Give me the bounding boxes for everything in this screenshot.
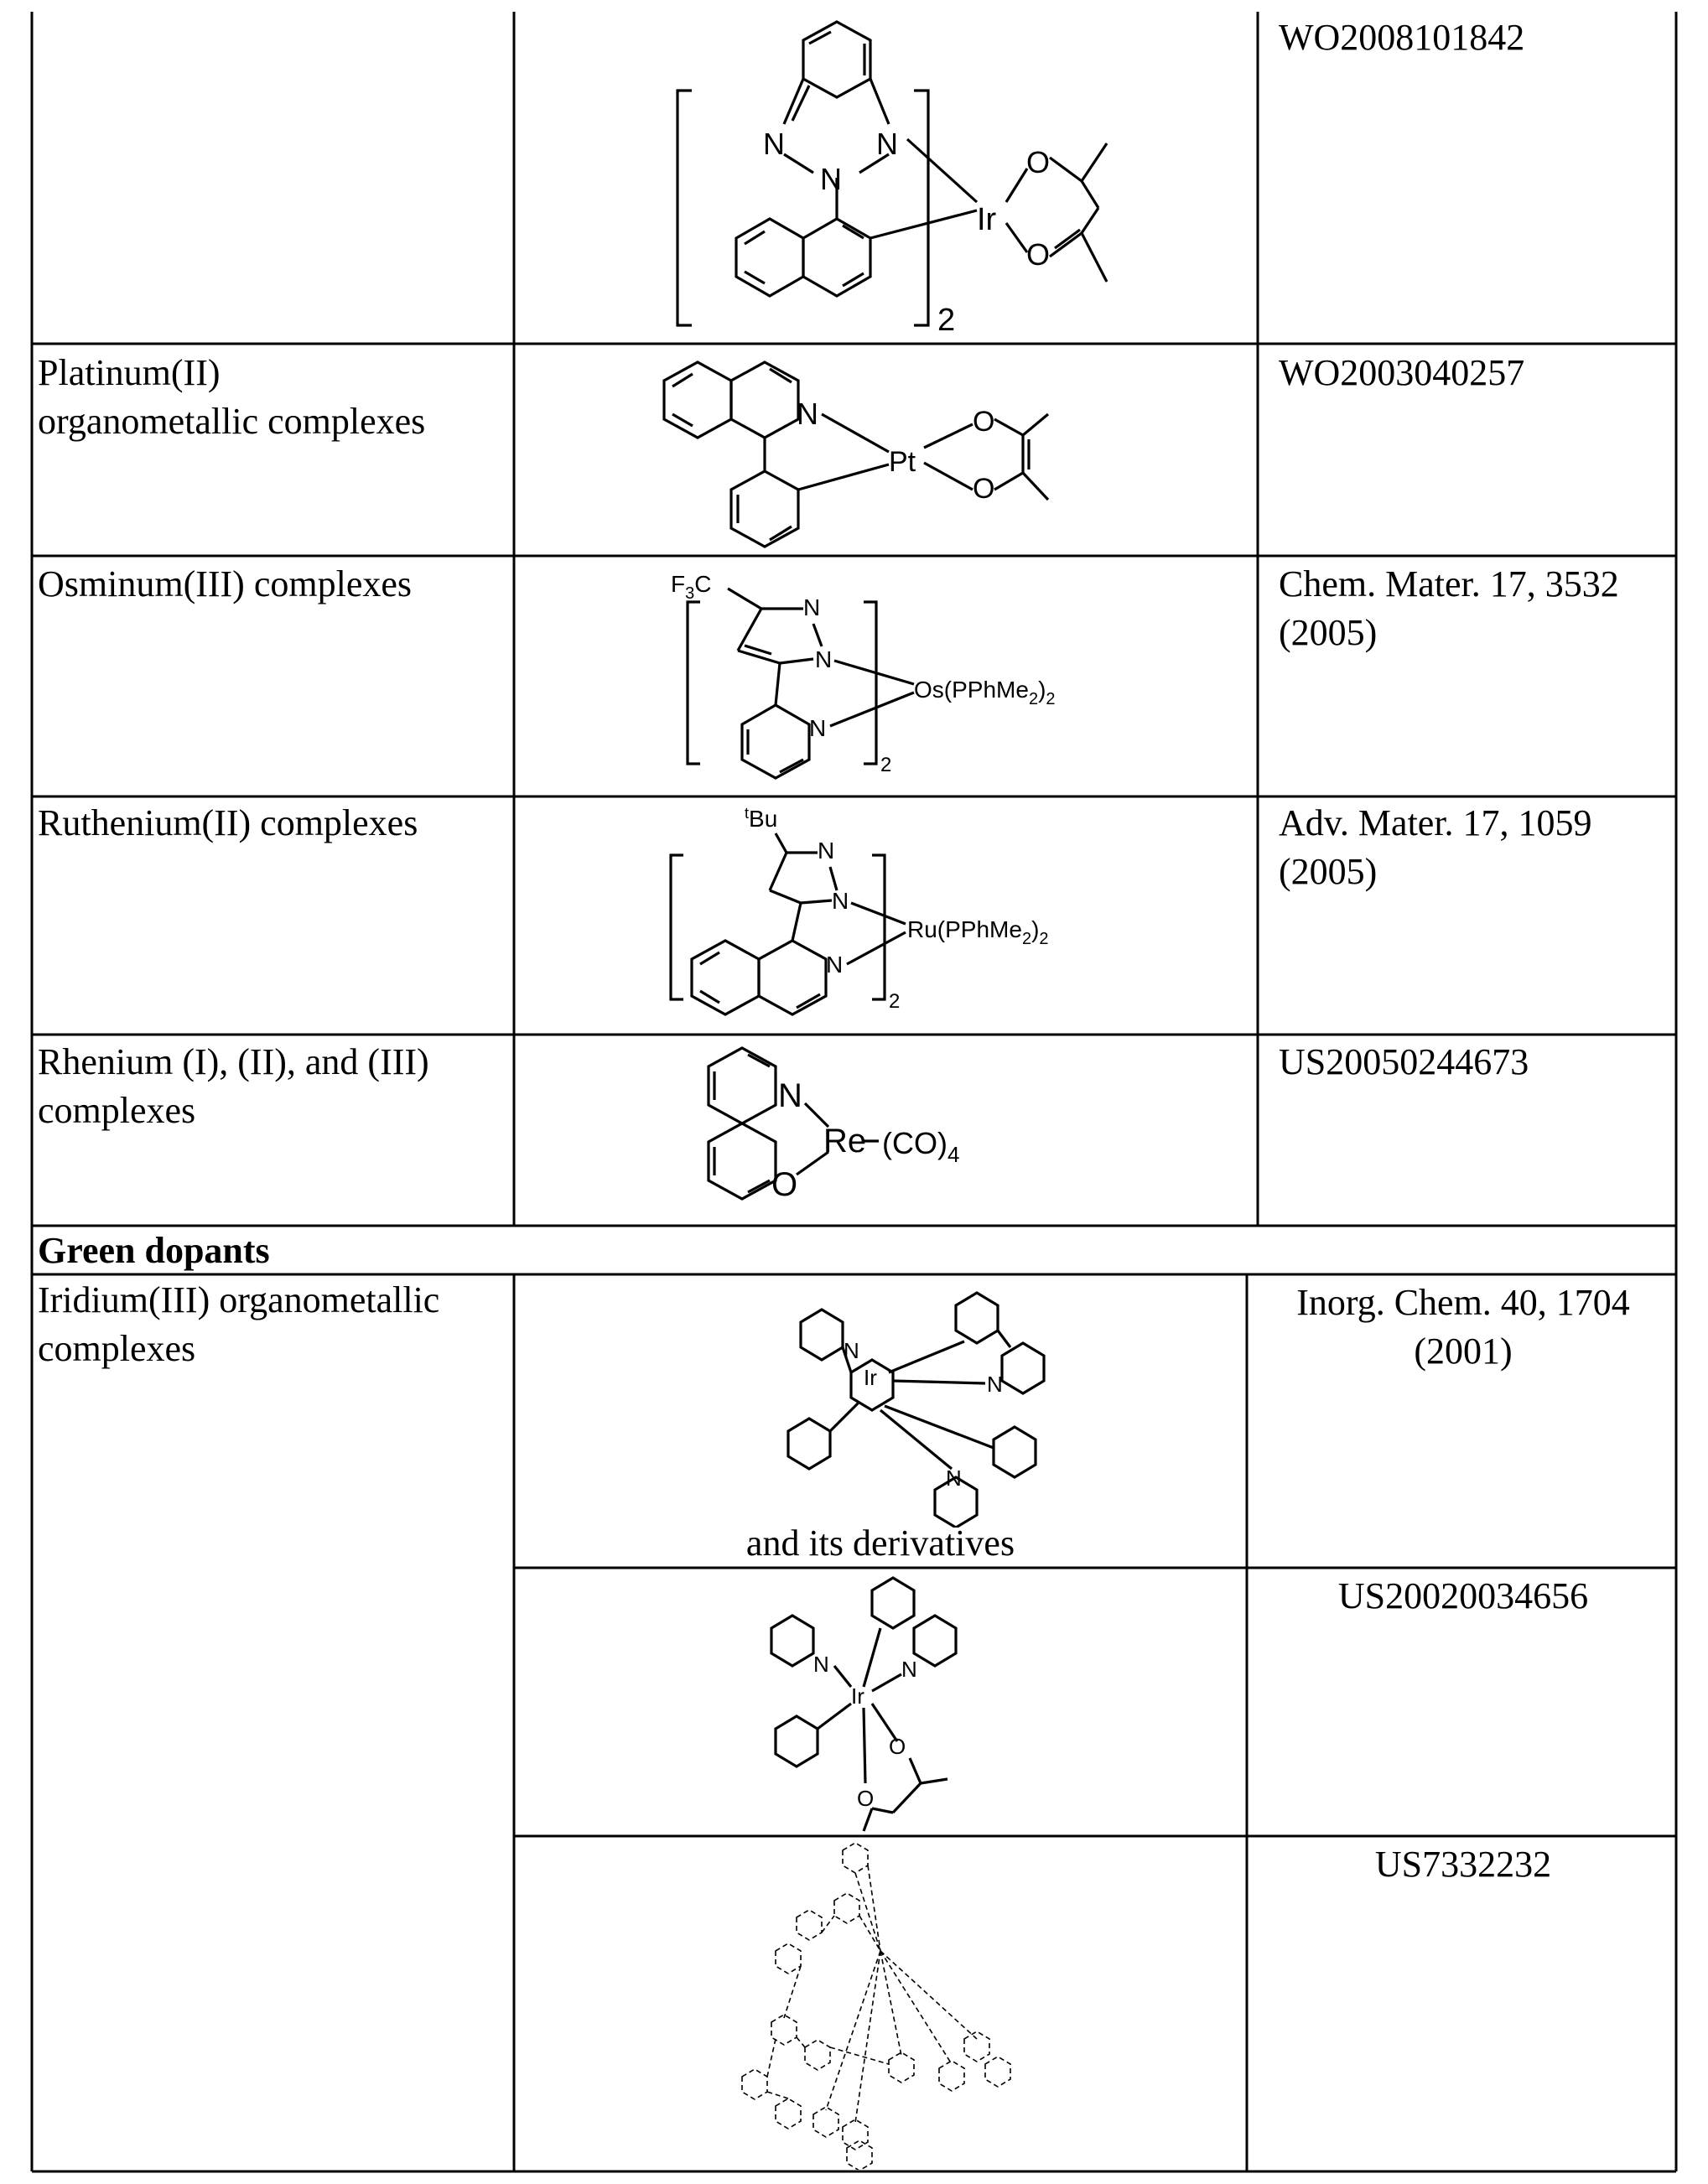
svg-text:N: N xyxy=(832,888,849,914)
svg-text:2: 2 xyxy=(889,990,900,1013)
svg-text:O: O xyxy=(1026,145,1050,179)
svg-text:N: N xyxy=(876,127,898,161)
reference-row-2: WO2003040257 xyxy=(1279,349,1524,397)
reference-row-4: Adv. Mater. 17, 1059 (2005) xyxy=(1279,799,1592,896)
ir-ppy3-structure: N Ir N N xyxy=(520,1276,1241,1528)
svg-text:N: N xyxy=(820,162,842,196)
class-green-iridium: Iridium(III) organometallic complexes xyxy=(38,1276,439,1373)
svg-text:N: N xyxy=(803,594,820,620)
svg-text:O: O xyxy=(857,1786,874,1811)
ir-ppy2-acac-structure: N Ir N O O xyxy=(520,1569,1241,1834)
class-row-2: Platinum(II) organometallic complexes xyxy=(38,349,425,446)
class-row-5: Rhenium (I), (II), and (III) complexes xyxy=(38,1038,429,1135)
svg-text:N: N xyxy=(797,397,818,431)
svg-text:N: N xyxy=(813,1652,829,1677)
dendritic-iridium-structure xyxy=(520,1838,1241,2170)
svg-text:(CO)4: (CO)4 xyxy=(882,1126,959,1167)
svg-text:O: O xyxy=(889,1734,906,1759)
svg-text:N: N xyxy=(987,1372,1003,1397)
svg-text:N: N xyxy=(901,1657,917,1682)
svg-text:2: 2 xyxy=(880,754,891,776)
svg-text:Pt: Pt xyxy=(889,446,916,478)
rhenium-complex-structure: N O Re (CO)4 xyxy=(520,1036,1249,1224)
platinum-complex-structure: N Pt O O xyxy=(520,347,1249,553)
class-row-4: Ruthenium(II) complexes xyxy=(38,799,418,848)
class-row-3: Osminum(III) complexes xyxy=(38,560,412,609)
reference-row-1: WO2008101842 xyxy=(1279,13,1524,62)
svg-text:N: N xyxy=(946,1466,962,1491)
svg-text:tBu: tBu xyxy=(745,805,777,832)
reference-green-1: Inorg. Chem. 40, 1704 (2001) xyxy=(1254,1279,1673,1376)
svg-text:N: N xyxy=(826,952,843,978)
ruthenium-complex-structure: 2 tBu N N N Ru(PPhMe2)2 xyxy=(520,798,1249,1033)
section-header-green-dopants: Green dopants xyxy=(38,1227,270,1275)
svg-text:N: N xyxy=(809,715,826,741)
svg-text:F3C: F3C xyxy=(671,571,711,603)
svg-text:N: N xyxy=(778,1077,802,1114)
reference-green-3: US7332232 xyxy=(1254,1840,1673,1889)
svg-text:O: O xyxy=(973,473,994,505)
svg-text:Ru(PPhMe2)2: Ru(PPhMe2)2 xyxy=(907,916,1049,948)
svg-text:Os(PPhMe2)2: Os(PPhMe2)2 xyxy=(914,677,1056,708)
iridium-benzotriazole-structure: 2 N N N Ir O O xyxy=(520,13,1249,344)
svg-text:Ir: Ir xyxy=(977,202,997,237)
svg-text:O: O xyxy=(973,406,994,438)
svg-text:O: O xyxy=(771,1166,797,1203)
reference-green-2: US20020034656 xyxy=(1254,1572,1673,1621)
svg-text:N: N xyxy=(818,838,834,864)
svg-text:N: N xyxy=(763,127,785,161)
svg-text:Re: Re xyxy=(823,1123,866,1159)
reference-row-3: Chem. Mater. 17, 3532 (2005) xyxy=(1279,560,1619,657)
svg-text:Ir: Ir xyxy=(851,1683,864,1709)
osmium-complex-structure: 2 F3C N N N Os(PPhMe2)2 xyxy=(520,558,1249,795)
svg-text:N: N xyxy=(815,646,832,672)
svg-text:O: O xyxy=(1026,237,1050,272)
svg-text:Ir: Ir xyxy=(864,1365,877,1390)
reference-row-5: US20050244673 xyxy=(1279,1038,1529,1087)
svg-text:2: 2 xyxy=(937,303,955,338)
